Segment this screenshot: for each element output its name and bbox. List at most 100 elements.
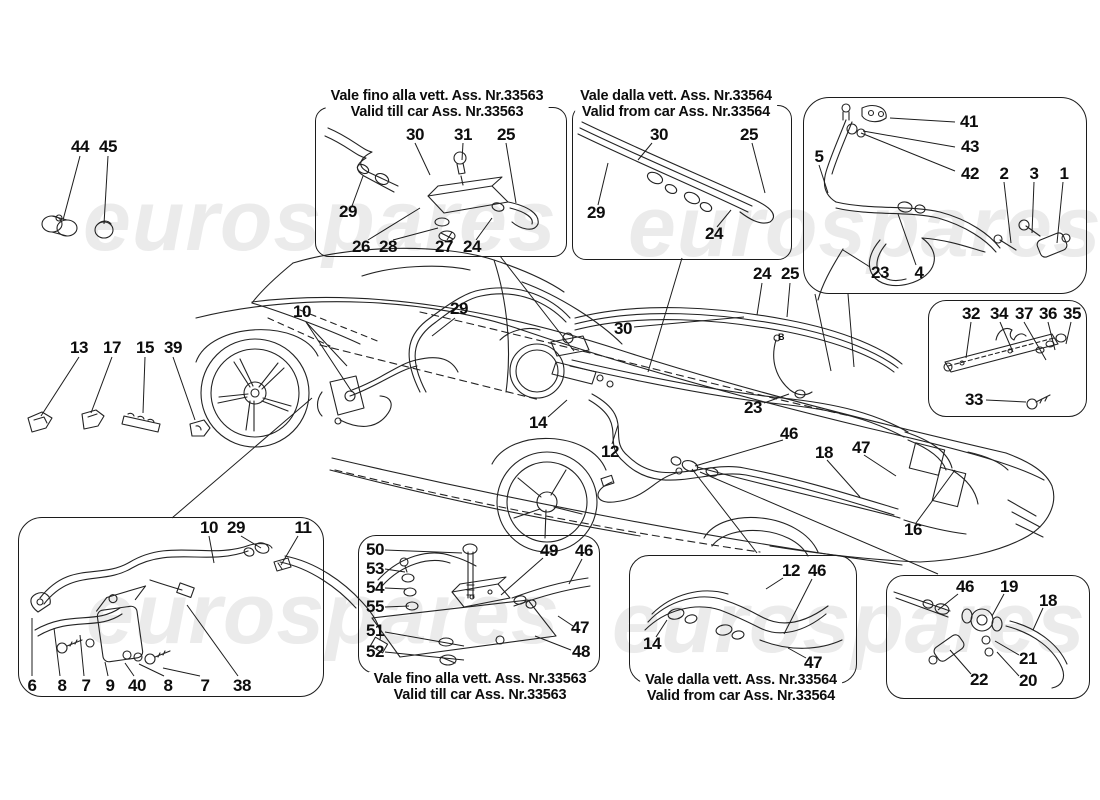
- part-number-label-46: 46: [956, 577, 974, 596]
- part-number-label-14: 14: [529, 413, 547, 432]
- part-number-label-5: 5: [814, 147, 824, 166]
- caption-line: Valid till car Ass. Nr.33563: [393, 686, 567, 703]
- caption-valid-from-33564-top: Vale dalla vett. Ass. Nr.33564 Valid fro…: [575, 88, 777, 120]
- part-number-label-28: 28: [379, 237, 397, 256]
- inset-box-5: [18, 517, 324, 697]
- part-number-label-40: 40: [128, 676, 146, 695]
- caption-valid-till-33563-bottom: Vale fino alla vett. Ass. Nr.33563 Valid…: [368, 671, 592, 703]
- part-number-label-17: 17: [103, 338, 121, 357]
- part-44-45: [41, 214, 114, 239]
- part-number-label-7: 7: [200, 676, 210, 695]
- part-number-label-14: 14: [643, 634, 661, 653]
- part-number-label-2: 2: [999, 164, 1009, 183]
- part-number-label-47: 47: [571, 618, 589, 637]
- part-number-label-4: 4: [914, 263, 924, 282]
- part-number-label-47: 47: [804, 653, 822, 672]
- caption-line: Vale dalla vett. Ass. Nr.33564: [580, 88, 772, 104]
- part-number-label-8: 8: [163, 676, 173, 695]
- part-number-label-20: 20: [1019, 671, 1037, 690]
- part-number-label-50: 50: [366, 540, 384, 559]
- rear-units: [903, 431, 979, 535]
- caption-line: Vale fino alla vett. Ass. Nr.33563: [373, 671, 587, 687]
- part-number-label-8: 8: [57, 676, 67, 695]
- box6-parts: [371, 543, 591, 666]
- part-number-label-55: 55: [366, 597, 384, 616]
- box5-parts: [30, 542, 389, 665]
- part-number-label-46: 46: [780, 424, 798, 443]
- box3-parts: [817, 103, 1071, 301]
- part-number-label-34: 34: [990, 304, 1008, 323]
- caption-line: Valid from car Ass. Nr.33564: [581, 103, 771, 120]
- part-number-label-48: 48: [572, 642, 590, 661]
- part-number-label-11: 11: [294, 518, 312, 537]
- part-number-label-41: 41: [960, 112, 978, 131]
- part-number-label-B: B: [778, 332, 785, 342]
- part-number-label-32: 32: [962, 304, 980, 323]
- inset-box-3: [803, 97, 1087, 294]
- part-number-label-12: 12: [782, 561, 800, 580]
- part-number-label-53: 53: [366, 559, 384, 578]
- part-number-label-38: 38: [233, 676, 251, 695]
- part-number-label-51: 51: [366, 621, 384, 640]
- part-number-label-25: 25: [781, 264, 799, 283]
- part-number-label-21: 21: [1019, 649, 1037, 668]
- part-number-label-47: 47: [852, 438, 870, 457]
- front-caliper: [316, 375, 365, 417]
- caption-valid-till-33563-top: Vale fino alla vett. Ass. Nr.33563 Valid…: [325, 88, 549, 120]
- part-number-label-7: 7: [81, 676, 91, 695]
- part-number-label-29: 29: [587, 203, 605, 222]
- inset-box-1: [315, 107, 567, 257]
- part-number-label-19: 19: [1000, 577, 1018, 596]
- front-wheel: [200, 338, 310, 448]
- box1-parts: [324, 127, 539, 242]
- part-number-label-45: 45: [99, 137, 117, 156]
- caption-line: Valid from car Ass. Nr.33564: [646, 687, 836, 704]
- caption-line: Vale dalla vett. Ass. Nr.33564: [645, 672, 837, 688]
- part-number-label-10: 10: [200, 518, 218, 537]
- part-number-label-16: 16: [904, 520, 922, 539]
- caption-line: Valid till car Ass. Nr.33563: [350, 103, 524, 120]
- part-number-label-13: 13: [70, 338, 88, 357]
- brake-pipes: [334, 287, 909, 519]
- part-number-label-29: 29: [227, 518, 245, 537]
- part-number-label-29: 29: [450, 299, 468, 318]
- part-number-label-49: 49: [540, 541, 558, 560]
- part-number-label-33: 33: [965, 390, 983, 409]
- inset-box-6: [358, 535, 600, 674]
- part-number-label-52: 52: [366, 642, 384, 661]
- part-number-label-37: 37: [1015, 304, 1033, 323]
- part-number-label-1: 1: [1059, 164, 1069, 183]
- part-number-label-29: 29: [339, 202, 357, 221]
- part-number-label-43: 43: [961, 137, 979, 156]
- part-number-label-15: 15: [136, 338, 154, 357]
- part-number-label-24: 24: [705, 224, 723, 243]
- part-number-label-36: 36: [1039, 304, 1057, 323]
- part-number-label-24: 24: [463, 237, 481, 256]
- leader-lines: [31, 117, 1072, 677]
- part-number-label-46: 46: [575, 541, 593, 560]
- part-number-label-18: 18: [1039, 591, 1057, 610]
- part-number-label-18: 18: [815, 443, 833, 462]
- caption-valid-from-33564-bottom: Vale dalla vett. Ass. Nr.33564 Valid fro…: [640, 672, 842, 704]
- part-number-label-30: 30: [614, 319, 632, 338]
- part-number-label-6: 6: [27, 676, 37, 695]
- part-number-label-27: 27: [435, 237, 453, 256]
- car-outline: [195, 247, 1055, 566]
- clip-parts: [27, 409, 211, 437]
- part-number-label-23: 23: [744, 398, 762, 417]
- inset-box-8: [886, 575, 1090, 699]
- part-number-label-25: 25: [740, 125, 758, 144]
- inset-box-2: [572, 105, 792, 260]
- part-number-label-39: 39: [164, 338, 182, 357]
- inset-box-4: [928, 300, 1087, 417]
- part-number-label-12: 12: [601, 442, 619, 461]
- part-number-label-10: 10: [293, 302, 311, 321]
- part-number-label-54: 54: [366, 578, 384, 597]
- part-number-label-46: 46: [808, 561, 826, 580]
- part-number-label-25: 25: [497, 125, 515, 144]
- box2-parts: [577, 121, 774, 224]
- second-wheel: [496, 451, 598, 553]
- part-number-label-22: 22: [970, 670, 988, 689]
